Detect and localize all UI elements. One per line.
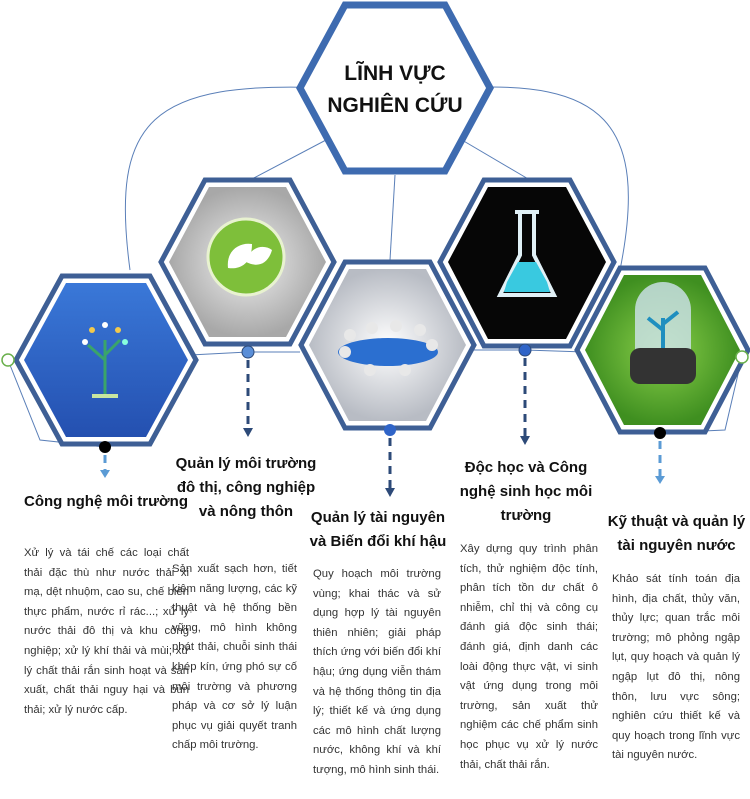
hexagon-3 — [298, 259, 477, 431]
area-1-description: Xử lý và tái chế các loại chất thải đặc … — [24, 547, 189, 716]
area-5-heading: Kỹ thuật và quản lý tài nguyên nước — [607, 513, 746, 554]
hexagon-1 — [13, 273, 199, 447]
area-2-heading: Quản lý môi trường đô thị, công nghiệp v… — [175, 455, 317, 520]
area-3-heading: Quản lý tài nguyên và Biến đổi khí hậu — [309, 509, 447, 550]
hexagon-4 — [437, 177, 617, 349]
dashed-arrows — [103, 358, 662, 488]
center-hexagon — [296, 1, 494, 175]
hexagon-5 — [574, 265, 750, 435]
area-4-heading: Độc học và Công nghệ sinh học môi trường — [459, 459, 593, 524]
area-5-description: Khảo sát tính toán địa hình, địa chất, t… — [612, 573, 740, 762]
area-2-description: Sản xuất sạch hơn, tiết kiệm năng lượng,… — [172, 563, 297, 752]
arrow-heads — [100, 428, 665, 497]
area-3-description: Quy hoạch môi trường vùng; khai thác và … — [313, 568, 441, 776]
flask-icon — [496, 210, 558, 297]
meeting-table-icon — [338, 320, 438, 376]
area-1-heading: Công nghệ môi trường — [23, 493, 188, 510]
eco-leaf-globe-icon — [206, 217, 286, 297]
tree-icon — [82, 322, 128, 398]
area-4-description: Xây dựng quy trình phân tích, thử nghiệm… — [460, 543, 598, 771]
diagram-title: LĨNH VỰC NGHIÊN CỨU — [327, 62, 463, 117]
hexagon-2 — [158, 177, 337, 347]
plant-dome-icon — [630, 282, 696, 384]
